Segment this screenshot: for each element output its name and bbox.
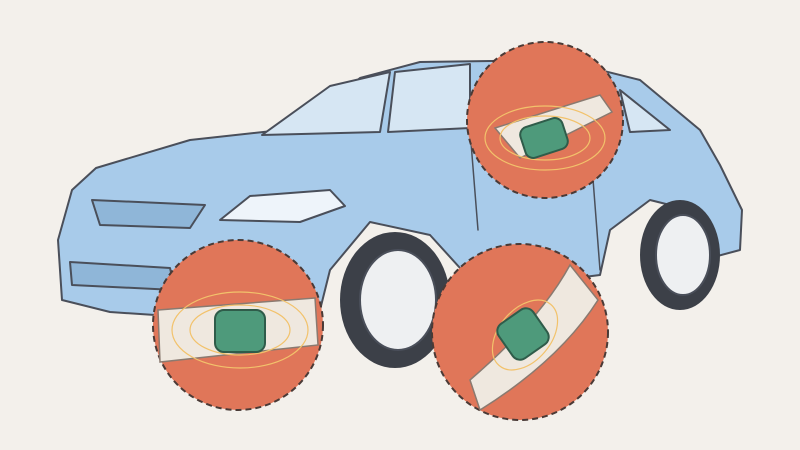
callout-wheel-well [431,243,609,421]
windshield [261,71,391,136]
front-wheel [340,232,450,368]
rear-wheel [640,200,720,310]
rear-window [619,89,671,133]
tracker-under-bumper-icon [214,309,266,353]
headlight [219,189,346,223]
tracker-under-door-sill-icon [519,117,569,159]
side-window [387,63,471,133]
callout-door-sill [466,41,624,199]
callout-bumper [152,239,324,411]
tracker-on-wheel-well-icon [496,307,550,361]
grille [91,199,206,229]
